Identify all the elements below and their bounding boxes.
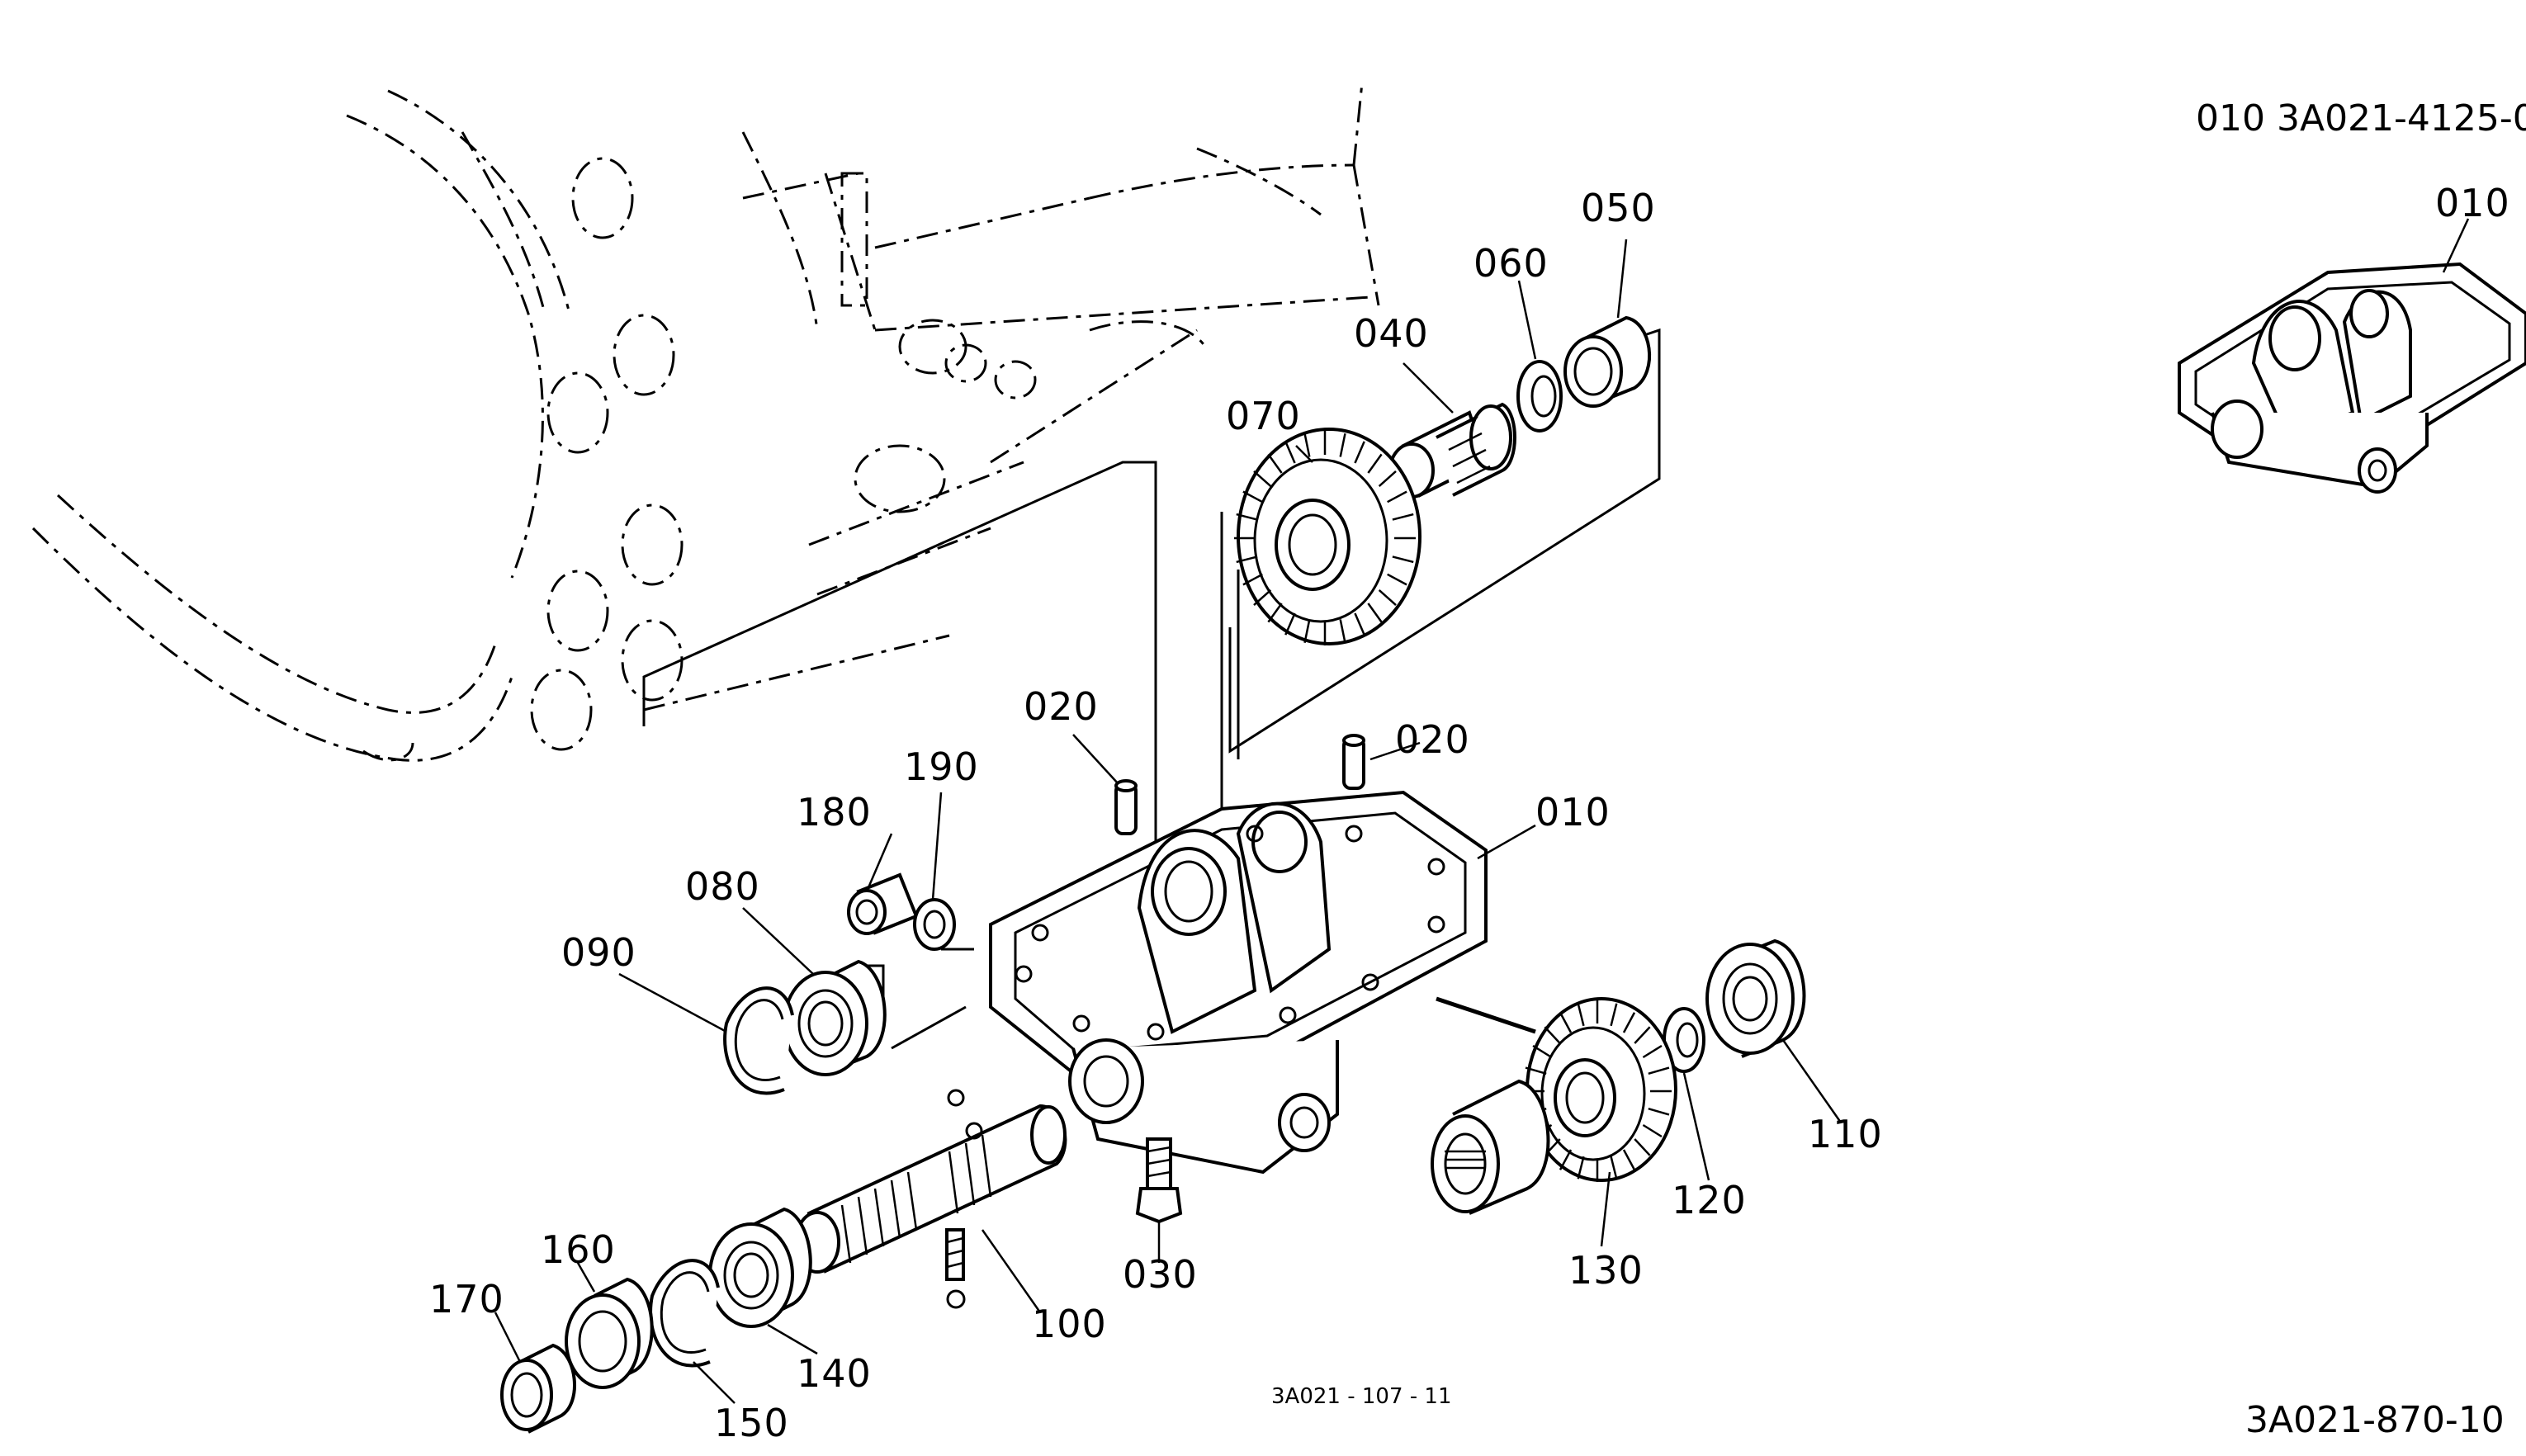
assembly-frame-lines (642, 328, 1661, 1057)
washer-190 (913, 898, 956, 951)
inset-case-010 (2178, 262, 2526, 494)
label-140: 140 (797, 1351, 872, 1396)
washer-060 (1516, 360, 1563, 433)
label-010: 010 (1535, 790, 1611, 834)
bearing-110 (1705, 938, 1806, 1058)
pin-020-a (1114, 779, 1138, 835)
snap-ring-090 (723, 986, 794, 1095)
bolt-030 (1135, 1137, 1183, 1224)
bearing-080 (783, 959, 887, 1076)
label-040: 040 (1354, 311, 1429, 356)
label-110: 110 (1808, 1112, 1883, 1156)
drawing-number-corner: 3A021-870-10 (2245, 1399, 2505, 1441)
leader-lines (494, 218, 2470, 1404)
shaft-100 (794, 1089, 1067, 1309)
pin-020-b (1342, 734, 1365, 790)
label-030: 030 (1123, 1252, 1198, 1297)
label-190: 190 (904, 745, 979, 789)
label-170: 170 (429, 1277, 504, 1321)
label-100: 100 (1032, 1302, 1107, 1346)
label-060: 060 (1474, 241, 1549, 286)
label-010-inset: 010 (2435, 181, 2510, 225)
label-090: 090 (561, 930, 636, 975)
gear-070 (1234, 428, 1421, 645)
label-020-b: 020 (1395, 717, 1470, 762)
label-160: 160 (541, 1227, 616, 1272)
label-180: 180 (797, 790, 872, 834)
bearing-140 (708, 1207, 812, 1328)
snap-ring-150 (649, 1259, 720, 1368)
collar-170 (500, 1343, 576, 1434)
inset-caption: 010 3A021-4125-0 (2196, 97, 2526, 139)
bearing-050 (1563, 315, 1652, 408)
engine-housing-outline (31, 82, 1380, 762)
label-050: 050 (1581, 186, 1656, 230)
label-120: 120 (1672, 1178, 1747, 1222)
label-150: 150 (714, 1401, 789, 1445)
gear-130 (1431, 997, 1677, 1215)
plug-180 (847, 872, 919, 935)
case-010 (989, 790, 1488, 1175)
label-020-a: 020 (1024, 684, 1099, 729)
oil-seal-160 (565, 1277, 654, 1389)
drawing-number-center: 3A021 - 107 - 11 (1271, 1384, 1452, 1409)
label-130: 130 (1568, 1248, 1644, 1293)
label-070: 070 (1226, 394, 1301, 438)
label-080: 080 (685, 864, 760, 909)
